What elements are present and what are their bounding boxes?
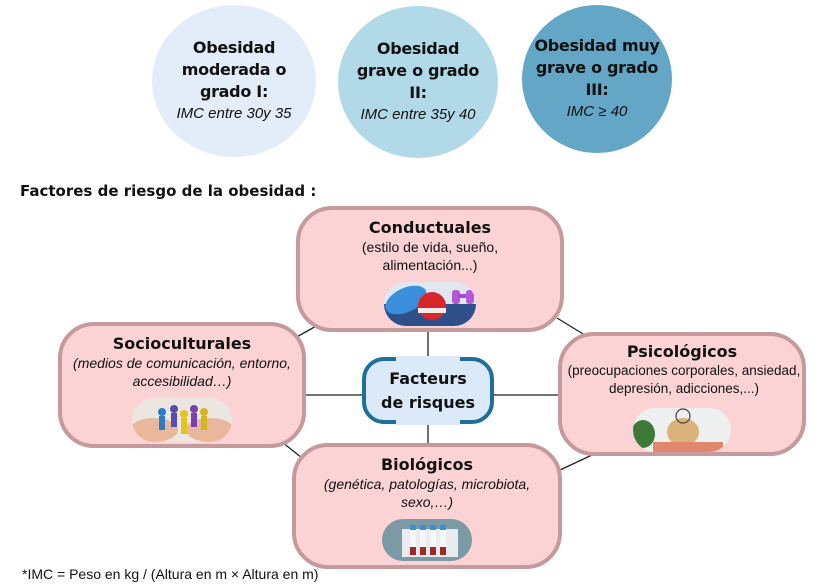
factor-description: (preocupaciones corporales, ansiedad, de… <box>567 363 801 396</box>
fitness-apple-icon <box>384 282 476 326</box>
footnote: *IMC = Peso en kg / (Altura en m × Altur… <box>22 566 319 582</box>
grade-3-circle: Obesidad muy grave o grado III: IMC ≥ 40 <box>522 5 672 153</box>
factor-box-psicologicos: Psicológicos (preocupaciones corporales,… <box>558 332 806 456</box>
grade-2-title: Obesidad grave o grado II: <box>356 39 480 102</box>
stressed-person-icon <box>633 408 731 452</box>
factor-box-biologicos: Biológicos (genética, patologías, microb… <box>292 443 562 569</box>
grade-3-title: Obesidad muy grave o grado III: <box>534 36 660 99</box>
grade-2-criteria: IMC entre 35y 40 <box>360 106 476 123</box>
factor-title: Conductuales <box>368 218 492 237</box>
factor-box-conductuales: Conductuales (estilo de vida, sueño, ali… <box>296 206 564 332</box>
center-node-label: Facteurs de risques <box>381 368 475 412</box>
grade-1-circle: Obesidad moderada o grado I: IMC entre 3… <box>152 5 316 157</box>
factor-box-socioculturales: Socioculturales (medios de comunicación,… <box>58 322 306 448</box>
factor-description: (medios de comunicación, entorno, accesi… <box>73 355 291 389</box>
factor-title: Biológicos <box>380 455 474 474</box>
section-title: Factores de riesgo de la obesidad : <box>20 182 317 200</box>
factor-description: (estilo de vida, sueño, alimentación...) <box>361 239 499 273</box>
test-tubes-icon <box>382 519 472 561</box>
grade-3-criteria: IMC ≥ 40 <box>566 103 628 120</box>
factor-description: (genética, patologías, microbiota, sexo,… <box>323 476 531 510</box>
grade-1-title: Obesidad moderada o grado I: <box>181 38 287 101</box>
grade-1-criteria: IMC entre 30y 35 <box>176 105 292 122</box>
community-hands-icon <box>132 398 232 442</box>
factor-title: Psicológicos <box>626 342 738 361</box>
factor-title: Socioculturales <box>112 334 252 353</box>
connector-bio-psi <box>559 454 593 471</box>
grade-2-circle: Obesidad grave o grado II: IMC entre 35y… <box>338 6 498 158</box>
connector-soc-bio <box>281 441 303 459</box>
center-node: Facteurs de risques <box>362 356 494 425</box>
